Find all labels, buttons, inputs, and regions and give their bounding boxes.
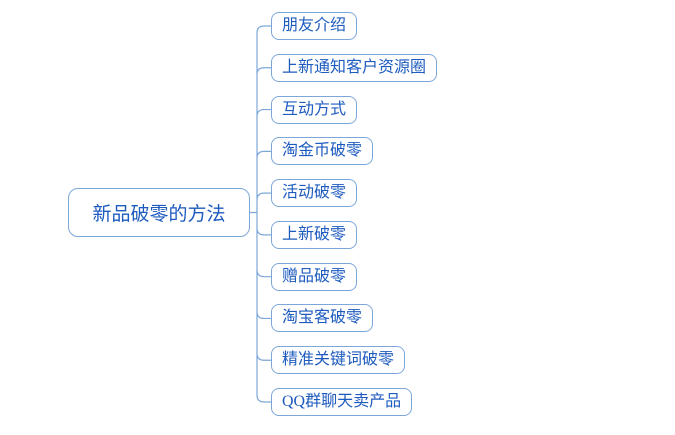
root-node[interactable]: 新品破零的方法 [68,188,250,237]
branch-node[interactable]: 上新破零 [271,220,358,249]
branch-node[interactable]: 精准关键词破零 [271,346,406,375]
branch-node[interactable]: 淘金币破零 [271,137,374,166]
branch-node[interactable]: 上新通知客户资源圈 [271,53,438,82]
branch-node[interactable]: QQ群聊天卖产品 [271,388,413,417]
connector-path [250,25,271,403]
branch-node[interactable]: 赠品破零 [271,262,358,291]
branch-node[interactable]: 互动方式 [271,95,358,124]
branch-node[interactable]: 朋友介绍 [271,12,358,40]
branch-node[interactable]: 活动破零 [271,179,358,208]
branch-node[interactable]: 淘宝客破零 [271,304,374,333]
